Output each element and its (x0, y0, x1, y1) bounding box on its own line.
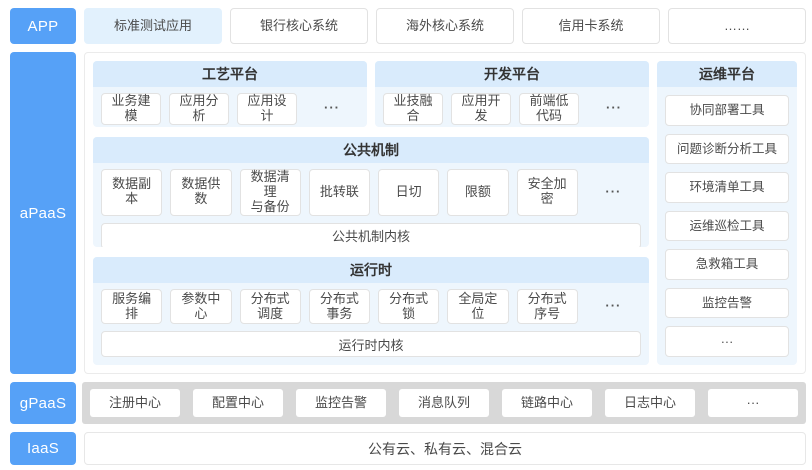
craft-tool-button[interactable]: 应用分析 (169, 93, 229, 125)
runtime-kernel-bar[interactable]: 运行时内核 (101, 331, 641, 357)
gpaas-layer-row: gPaaS 注册中心配置中心监控告警消息队列链路中心日志中心 ··· (10, 382, 806, 424)
iaas-layer-label: IaaS (10, 432, 76, 465)
app-system-button[interactable]: …… (668, 8, 806, 44)
common-mechanism-button[interactable]: 日切 (378, 169, 440, 216)
iaas-layer-row: IaaS 公有云、私有云、混合云 (10, 432, 806, 465)
dev-tools-list: 业技融合应用开发前端低代码 ··· (375, 87, 649, 127)
iaas-cloud-box: 公有云、私有云、混合云 (84, 432, 806, 465)
common-mechanism-button[interactable]: 批转联 (308, 169, 370, 216)
ops-tools-list: 协同部署工具问题诊断分析工具环境清单工具运维巡检工具急救箱工具监控告警 ··· (657, 87, 797, 365)
app-layer-row: APP 标准测试应用银行核心系统海外核心系统信用卡系统…… (10, 8, 806, 44)
ops-tool-button[interactable]: 急救箱工具 (665, 249, 789, 280)
gpaas-service-button[interactable]: 日志中心 (605, 389, 695, 417)
common-mechanism-button[interactable]: 安全加密 (516, 169, 578, 216)
common-mechanism-kernel-bar[interactable]: 公共机制内核 (101, 222, 641, 247)
gpaas-service-button[interactable]: 消息队列 (399, 389, 489, 417)
apaas-content-panel: 工艺平台 业务建模应用分析应用设计 ··· 开发平台 业技融合应用开发前端低代码 ·… (84, 52, 806, 374)
ops-tool-button[interactable]: 监控告警 (665, 287, 789, 319)
runtime-button[interactable]: 全局定位 (447, 289, 509, 324)
ops-tool-button[interactable]: 运维巡检工具 (665, 210, 789, 242)
dev-tool-button[interactable]: 前端低代码 (519, 93, 579, 125)
panel-ops-platform: 运维平台 协同部署工具问题诊断分析工具环境清单工具运维巡检工具急救箱工具监控告警… (657, 61, 797, 365)
gpaas-service-button[interactable]: 链路中心 (502, 389, 592, 417)
runtime-button[interactable]: 分布式 调度 (239, 289, 301, 324)
gpaas-service-button[interactable]: 配置中心 (193, 389, 283, 417)
gpaas-layer-label: gPaaS (10, 382, 76, 424)
common-mechanism-button[interactable]: 限额 (447, 169, 509, 216)
craft-tool-button[interactable]: ··· (324, 100, 340, 116)
runtime-title: 运行时 (93, 257, 649, 283)
runtime-button[interactable]: 参数中心 (170, 289, 232, 324)
common-mechanism-button[interactable]: 数据供数 (170, 169, 232, 216)
common-mechanism-title: 公共机制 (93, 137, 649, 163)
app-system-button[interactable]: 信用卡系统 (522, 8, 660, 44)
common-mechanism-button[interactable]: ··· (605, 183, 622, 199)
app-system-button[interactable]: 标准测试应用 (84, 8, 222, 44)
craft-tool-button[interactable]: 业务建模 (101, 93, 161, 125)
runtime-list: 服务编排参数中心分布式 调度分布式 事务分布式锁全局定位分布式 序号 ··· (93, 283, 649, 324)
runtime-button[interactable]: ··· (605, 298, 622, 314)
ops-tool-button[interactable]: 协同部署工具 (665, 95, 789, 126)
app-system-button[interactable]: 银行核心系统 (230, 8, 368, 44)
runtime-button[interactable]: 分布式 事务 (308, 289, 370, 324)
apaas-layer-row: aPaaS 工艺平台 业务建模应用分析应用设计 ··· 开发平台 业技融合应用开发… (10, 52, 806, 374)
app-systems-list: 标准测试应用银行核心系统海外核心系统信用卡系统…… (84, 8, 806, 44)
common-mechanism-list: 数据副本数据供数数据清理 与备份批转联日切限额安全加密 ··· (93, 163, 649, 216)
common-mechanism-button[interactable]: 数据清理 与备份 (239, 169, 301, 216)
gpaas-service-button[interactable]: 注册中心 (90, 389, 180, 417)
gpaas-service-button[interactable]: 监控告警 (296, 389, 386, 417)
ops-tool-button[interactable]: 环境清单工具 (665, 172, 789, 203)
ops-tool-button[interactable]: 问题诊断分析工具 (665, 133, 789, 165)
dev-platform-title: 开发平台 (375, 61, 649, 87)
craft-tools-list: 业务建模应用分析应用设计 ··· (93, 87, 367, 127)
panel-common-mechanism: 公共机制 数据副本数据供数数据清理 与备份批转联日切限额安全加密 ··· 公共机制… (93, 137, 649, 247)
app-system-button[interactable]: 海外核心系统 (376, 8, 514, 44)
panel-craft-platform: 工艺平台 业务建模应用分析应用设计 ··· (93, 61, 367, 127)
panel-runtime: 运行时 服务编排参数中心分布式 调度分布式 事务分布式锁全局定位分布式 序号 ··… (93, 257, 649, 365)
ops-platform-title: 运维平台 (657, 61, 797, 87)
runtime-button[interactable]: 分布式锁 (378, 289, 440, 324)
panel-dev-platform: 开发平台 业技融合应用开发前端低代码 ··· (375, 61, 649, 127)
dev-tool-button[interactable]: 业技融合 (383, 93, 443, 125)
craft-tool-button[interactable]: 应用设计 (237, 93, 297, 125)
craft-platform-title: 工艺平台 (93, 61, 367, 87)
ops-tool-button[interactable]: ··· (665, 326, 789, 358)
runtime-button[interactable]: 服务编排 (101, 289, 163, 324)
common-mechanism-button[interactable]: 数据副本 (101, 169, 163, 216)
runtime-button[interactable]: 分布式 序号 (516, 289, 578, 324)
apaas-layer-label: aPaaS (10, 52, 76, 374)
dev-tool-button[interactable]: ··· (606, 100, 622, 116)
gpaas-service-button[interactable]: ··· (708, 389, 798, 417)
gpaas-services-list: 注册中心配置中心监控告警消息队列链路中心日志中心 ··· (82, 382, 806, 424)
app-layer-label: APP (10, 8, 76, 44)
dev-tool-button[interactable]: 应用开发 (451, 93, 511, 125)
